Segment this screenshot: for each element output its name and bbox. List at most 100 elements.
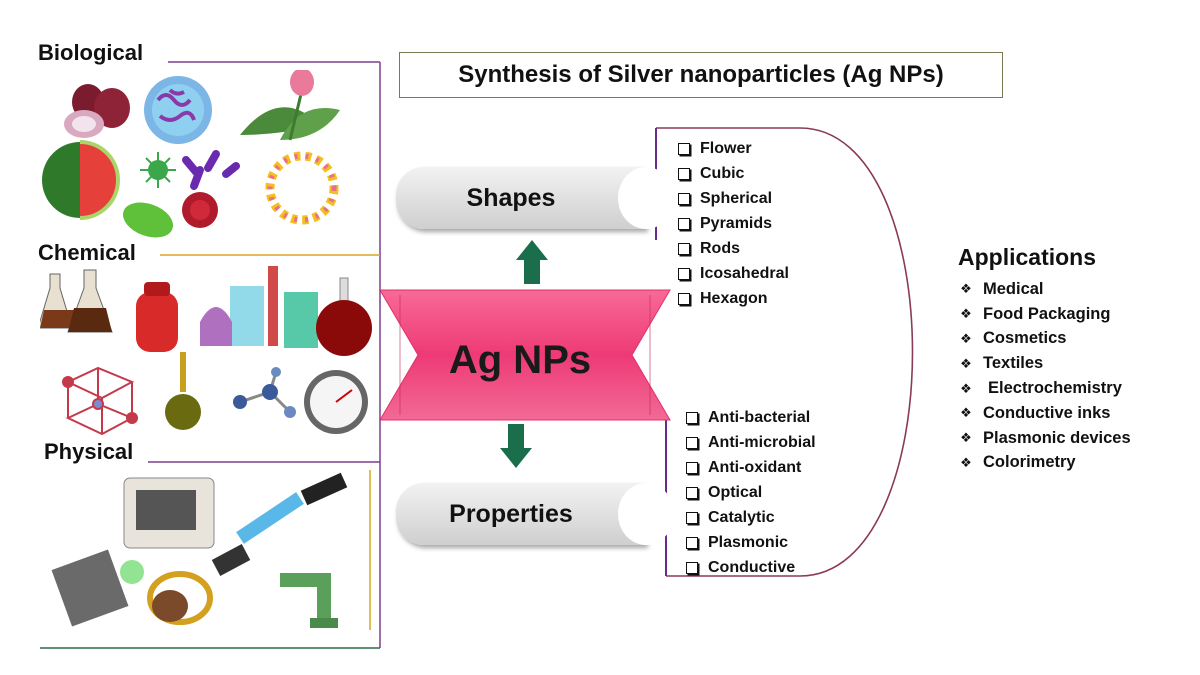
four-diamond-bullet-icon: ❖ <box>960 380 972 396</box>
properties-pill-notch <box>618 483 674 545</box>
four-diamond-bullet-icon: ❖ <box>960 281 972 297</box>
list-item: ❖ Conductive inks <box>958 401 1131 426</box>
diagram-title: Synthesis of Silver nanoparticles (Ag NP… <box>399 52 1003 98</box>
center-graphic <box>380 240 671 468</box>
chemical-label: Chemical <box>38 240 136 265</box>
four-diamond-bullet-icon: ❖ <box>960 355 972 371</box>
property-label: Optical <box>708 483 763 501</box>
tulip-icon <box>240 70 340 141</box>
list-item: Optical <box>686 480 816 505</box>
checkbox-outline-icon <box>678 217 690 230</box>
list-item: ❖ Textiles <box>958 351 1131 376</box>
antibody-icon <box>182 150 240 190</box>
lens-ring-icon <box>147 571 213 625</box>
red-flower-icon <box>182 192 218 228</box>
optical-device-icon <box>51 549 144 627</box>
bacterium-sphere-icon <box>144 76 212 144</box>
list-item: ❖Food Packaging <box>958 302 1131 327</box>
list-item: Anti-oxidant <box>686 455 816 480</box>
shape-label: Pyramids <box>700 214 773 232</box>
checkbox-outline-icon <box>678 267 690 280</box>
center-label: Ag NPs <box>448 338 592 382</box>
list-item: ❖ Colorimetry <box>958 451 1131 476</box>
checkbox-outline-icon <box>678 242 690 255</box>
property-label: Catalytic <box>708 508 775 526</box>
gas-cylinder-icon <box>136 282 178 352</box>
crystal-lattice-icon <box>62 366 138 436</box>
lab-glassware-icon <box>200 266 318 348</box>
checkbox-outline-icon <box>686 486 698 499</box>
list-item: ❖ Plasmonic devices <box>958 426 1131 451</box>
properties-pill: Properties <box>396 483 674 545</box>
ag-nps-ribbon <box>380 289 671 421</box>
list-item: Anti-bacterial <box>686 405 816 430</box>
properties-list: Anti-bacterial Anti-microbial Anti-oxida… <box>686 405 816 580</box>
list-item: Conductive <box>686 555 816 580</box>
applications-list: ❖ Medical ❖Food Packaging ❖Cosmetics ❖ Tex… <box>958 277 1131 475</box>
four-diamond-bullet-icon: ❖ <box>960 330 972 346</box>
property-label: Anti-microbial <box>708 433 816 451</box>
list-item: Icosahedral <box>678 261 789 286</box>
application-label: Conductive inks <box>983 403 1111 422</box>
list-item: Spherical <box>678 186 789 211</box>
application-label: Medical <box>983 279 1044 298</box>
list-item: ❖ Medical <box>958 277 1131 302</box>
property-label: Anti-bacterial <box>708 408 811 426</box>
shape-label: Icosahedral <box>700 264 789 282</box>
up-arrow-icon <box>516 240 548 284</box>
physical-label: Physical <box>44 439 134 464</box>
property-label: Plasmonic <box>708 533 789 551</box>
yellow-flask-icon <box>165 352 201 430</box>
application-label: Plasmonic devices <box>983 428 1131 447</box>
list-item: Cubic <box>678 161 789 186</box>
shape-label: Cubic <box>700 164 745 182</box>
shape-label: Spherical <box>700 189 773 207</box>
properties-heading: Properties <box>449 500 573 528</box>
application-label: Electrochemistry <box>988 379 1122 398</box>
checkbox-outline-icon <box>686 461 698 474</box>
list-item: Catalytic <box>686 505 816 530</box>
physical-illustrations <box>51 472 348 628</box>
checkbox-outline-icon <box>678 167 690 180</box>
leaf-icon <box>122 202 174 238</box>
application-label: Textiles <box>983 354 1044 373</box>
list-item: ❖ Electrochemistry <box>958 376 1131 401</box>
pressure-gauge-icon <box>304 370 368 434</box>
shapes-pill-notch <box>618 167 674 229</box>
down-arrow-icon <box>500 424 532 468</box>
chemical-illustrations <box>40 266 372 436</box>
checkbox-outline-icon <box>686 411 698 424</box>
bracket-curve <box>656 127 914 577</box>
checkbox-outline-icon <box>686 511 698 524</box>
checkbox-outline-icon <box>686 436 698 449</box>
shape-label: Rods <box>700 239 740 257</box>
shapes-list: Flower Cubic Spherical Pyramids Rods Ico… <box>678 136 789 311</box>
list-item: Plasmonic <box>686 530 816 555</box>
laser-machine-icon <box>123 477 215 549</box>
list-item: Hexagon <box>678 286 789 311</box>
shape-label: Flower <box>700 139 752 157</box>
round-flask-icon <box>316 277 372 356</box>
four-diamond-bullet-icon: ❖ <box>960 430 972 446</box>
shape-label: Hexagon <box>700 289 768 307</box>
biological-label: Biological <box>38 40 144 65</box>
four-diamond-bullet-icon: ❖ <box>960 454 972 470</box>
list-item: Pyramids <box>678 211 789 236</box>
application-label: Colorimetry <box>983 453 1076 472</box>
onion-icon <box>64 84 130 138</box>
applications-heading: Applications <box>958 244 1097 270</box>
erlenmeyer-flask-icon <box>40 269 113 333</box>
checkbox-outline-icon <box>686 536 698 549</box>
property-label: Conductive <box>708 558 796 576</box>
checkbox-outline-icon <box>678 142 690 155</box>
four-diamond-bullet-icon: ❖ <box>960 405 972 421</box>
green-pipe-icon <box>280 573 338 628</box>
molecule-icon <box>233 367 296 418</box>
checkbox-outline-icon <box>686 561 698 574</box>
flower-wreath-icon <box>265 151 339 225</box>
checkbox-outline-icon <box>678 192 690 205</box>
list-item: ❖Cosmetics <box>958 327 1131 352</box>
list-item: Rods <box>678 236 789 261</box>
list-item: Flower <box>678 136 789 161</box>
list-item: Anti-microbial <box>686 430 816 455</box>
